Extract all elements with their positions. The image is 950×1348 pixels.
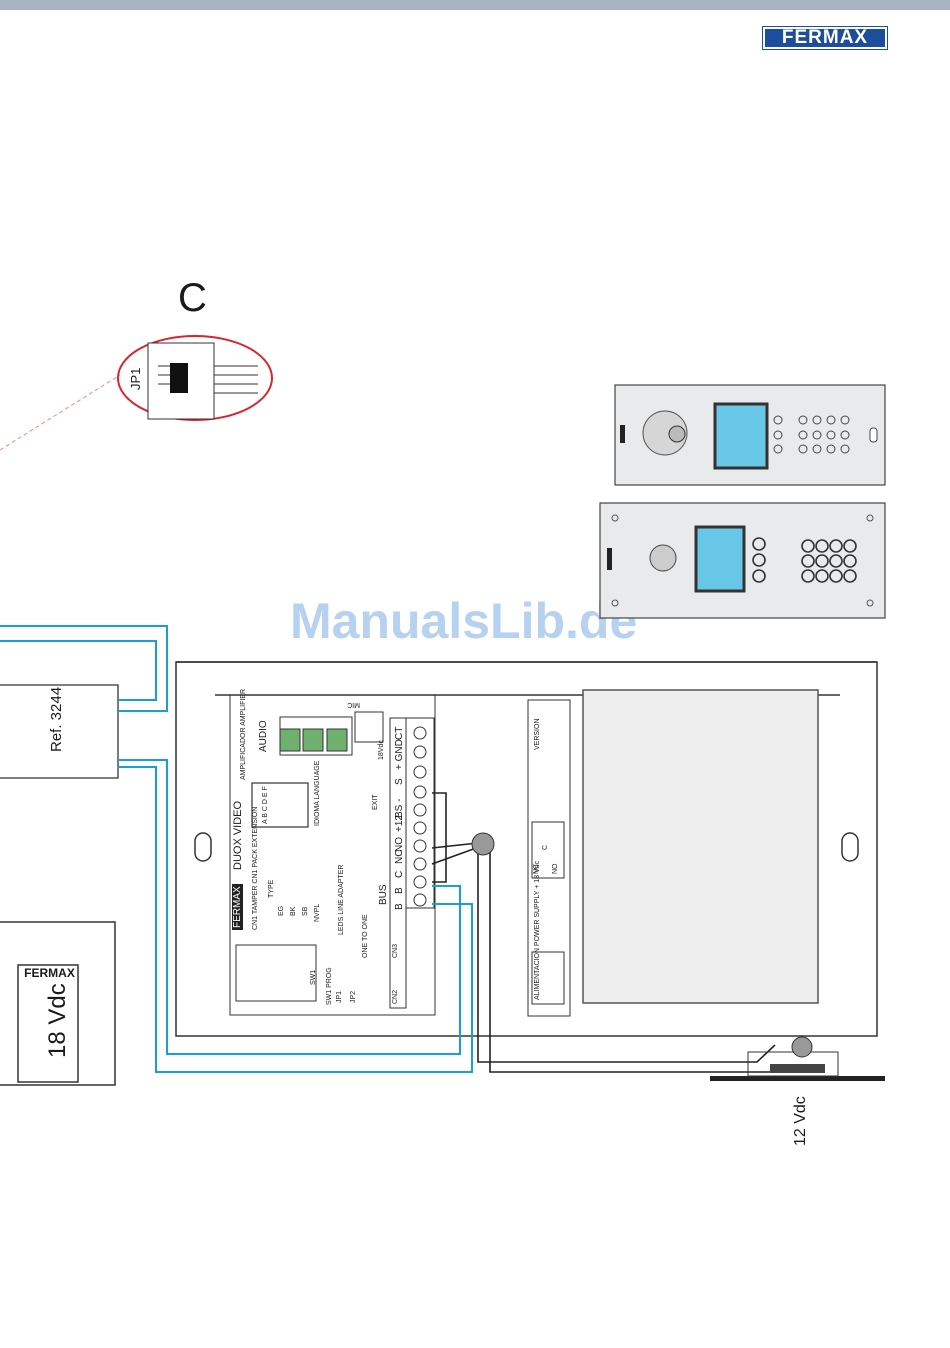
relay-c-label: C [542, 844, 549, 850]
sw1-label: SW1 [310, 969, 317, 985]
power-supply-box [0, 921, 116, 1086]
audio-label: AUDIO [258, 720, 269, 752]
keypad-bottom [752, 537, 857, 583]
power-supply-box-label: ALIMENTACION POWER SUPPLY + 18 Vdc [534, 860, 541, 1000]
door-panel-top [614, 384, 886, 486]
board-title: DUOX VIDEO [232, 800, 244, 870]
amplifier-label: AMPLIFICADOR AMPLIFIER [240, 688, 247, 780]
terminal-label: C [394, 870, 405, 878]
door-panel-bottom [599, 502, 886, 619]
dip-label: NVPL [314, 903, 321, 922]
terminal-label: + GND [394, 739, 405, 770]
cn3-label: CN3 [392, 943, 399, 958]
display-window [582, 689, 819, 1004]
terminal-screws [413, 726, 427, 907]
jumper-label: JP1 [128, 367, 143, 390]
power-supply-brand: FERMAX [22, 966, 77, 983]
distribution-module [0, 684, 119, 779]
terminal-label: CT [394, 726, 405, 740]
pot-letters: A B C D E F [262, 786, 269, 824]
dip-label: EG [278, 905, 285, 916]
top-bar [0, 0, 950, 10]
keypad-top [773, 415, 850, 454]
lock-voltage: 12 Vdc [792, 1096, 809, 1146]
jumper-detail-callout [0, 335, 273, 451]
control-board [229, 694, 571, 1017]
sw1-prog-label: SW1 PROG [326, 967, 333, 1005]
cn2-label: CN2 [392, 989, 399, 1004]
exit-label: EXIT [372, 794, 379, 810]
jumper-block [170, 363, 188, 393]
bus-label: BUS [378, 884, 389, 905]
dip-label: BK [290, 906, 297, 916]
fermax-logo: FERMAX [763, 27, 887, 49]
terminal-label: B [394, 903, 405, 910]
dip-label: SB [302, 906, 309, 916]
door-lock [710, 1036, 885, 1081]
18vdc-label: 18Vdc [378, 740, 385, 760]
module-ref: Ref. 3244 [48, 686, 65, 752]
relay-no-label: NO [552, 863, 559, 875]
watermark: ManualsLib.de [290, 593, 638, 649]
terminal-label: S [394, 778, 405, 785]
power-supply-voltage: 18 Vdc [44, 983, 71, 1058]
one-to-one-label: ONE TO ONE [362, 914, 369, 958]
terminal-label: +12 [394, 815, 405, 832]
audio-pots [279, 728, 348, 752]
relay-nc-label: NC [533, 863, 540, 874]
leds-label: LEDS LINE ADAPTER [338, 864, 345, 935]
lock-wiring [431, 792, 776, 1073]
ferrite-bead [471, 832, 495, 856]
jumper-position-letter: C [178, 276, 207, 320]
jp2-board-label: JP2 [350, 990, 357, 1003]
version-label: VERSION [534, 718, 541, 750]
mic-label: MIC [347, 701, 360, 708]
language-label: IDIOMA LANGUAGE [314, 760, 321, 826]
cn1-label: CN1 TAMPER CN1 PACK EXTENSION [252, 806, 259, 930]
blue-wiring [0, 625, 473, 1073]
dip-label: TYPE [268, 879, 275, 898]
terminal-label: NC [394, 849, 405, 864]
terminal-label: B [394, 887, 405, 894]
jp1-board-label: JP1 [336, 990, 343, 1003]
board-brand: FERMAX [232, 884, 243, 930]
